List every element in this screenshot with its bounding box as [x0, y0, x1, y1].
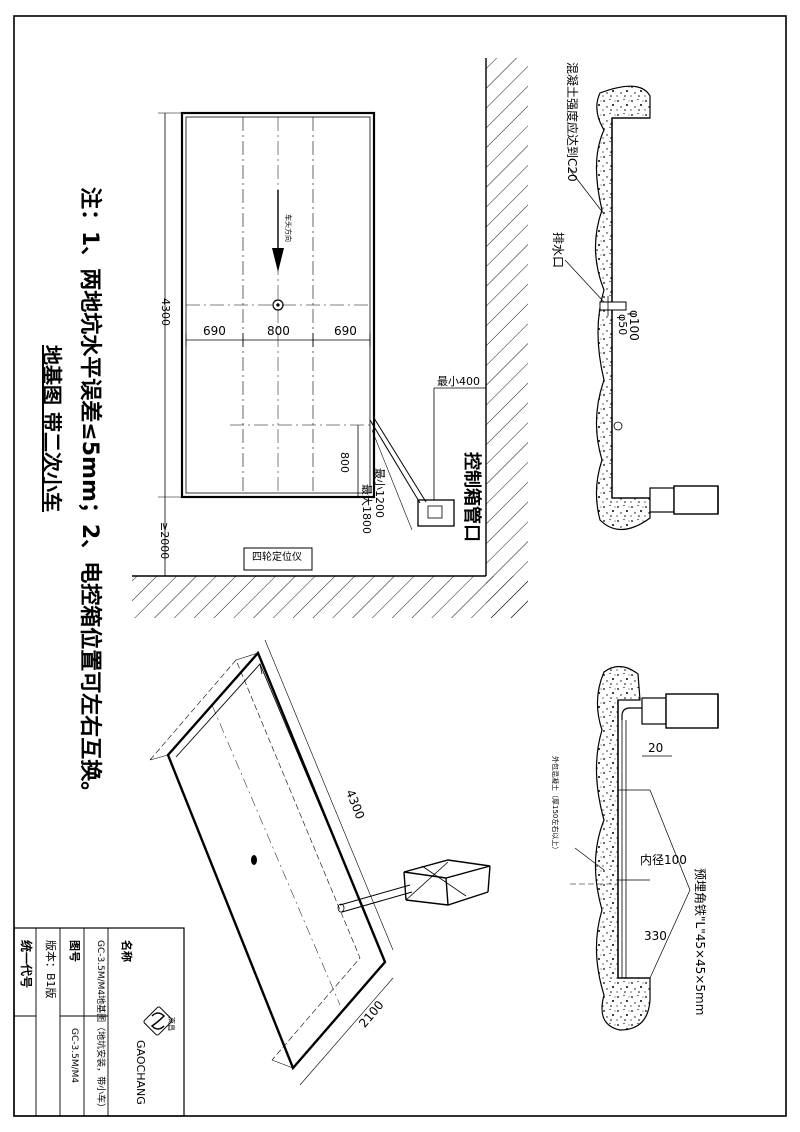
concrete-label: 混凝土强度应达到C20 — [565, 62, 579, 182]
tb-name-value: GC-3.5M/M4地基图（地坑安装，带小车） — [95, 940, 105, 1113]
wall-hatch-right — [486, 58, 528, 618]
tb-version: 版本：B1版 — [44, 940, 57, 999]
drain-point — [272, 299, 284, 311]
tb-drawing-no-header: 图号 — [68, 940, 81, 962]
direction-label: 车头方向 — [284, 214, 292, 242]
title-block — [13, 927, 185, 1117]
tb-drawing-no-value: GC-3.5M/M4 — [69, 1028, 79, 1084]
tb-unified-code: 统一代号 — [19, 940, 33, 989]
dim-center: 800 — [267, 324, 290, 338]
dim-20: 20 — [648, 741, 664, 755]
notes-subtitle: 地基图 带二次小车 — [40, 345, 64, 512]
tb-brand: GAOCHANG — [134, 1040, 147, 1105]
control-box — [417, 499, 455, 527]
conduit-stub-bottom — [665, 693, 719, 729]
drain-pipe — [599, 301, 627, 311]
iso-pit-top — [166, 650, 387, 1071]
drain-label: 排水口 — [551, 232, 565, 269]
conduit-stub-top — [673, 485, 719, 515]
dim-min-400: 最小400 — [437, 375, 480, 388]
section-top — [564, 85, 719, 531]
dim-ge-2000: ≥2000 — [158, 522, 171, 560]
dim-max-1800: 最大1800 — [360, 484, 373, 534]
section-bottom — [570, 665, 719, 1031]
dim-min-1200: 最小1200 — [373, 468, 386, 518]
sheet-border — [13, 15, 787, 1117]
inner-dia: 内径100 — [640, 853, 687, 867]
control-box-label: 控制箱管口 — [461, 452, 482, 542]
plan-view — [132, 58, 528, 618]
dim-right: 690 — [334, 324, 357, 338]
concrete-note: 外包混凝土（厚150左右以上） — [551, 756, 559, 854]
dia-50: φ50 — [616, 314, 629, 336]
wall-hatch-bottom — [132, 576, 528, 618]
brand-logo — [143, 1006, 173, 1036]
wheel-locator-label: 四轮定位仪 — [252, 552, 302, 563]
dim-left: 690 — [203, 324, 226, 338]
dim-total-length: 4300 — [159, 298, 172, 326]
notes-line: 注：1、两地坑水平误差≤5mm；2、电控箱位置可左右互换。 — [77, 187, 102, 804]
wheel-locator-box — [243, 547, 313, 571]
dia-100: φ100 — [627, 310, 641, 341]
concrete-wall-top — [594, 85, 651, 531]
pit-outline — [180, 111, 376, 499]
angle-iron-label: 预埋角铁"L"45×45×5mm — [693, 868, 707, 1016]
iso-control-box — [403, 859, 491, 906]
dim-330: 330 — [644, 929, 667, 943]
iso-drain — [251, 855, 257, 865]
iso-view — [149, 639, 491, 1086]
tb-name-header: 名称 — [120, 940, 133, 962]
tb-brand-cn: 高昌 — [167, 1017, 175, 1031]
dim-box-depth: 800 — [338, 452, 351, 473]
